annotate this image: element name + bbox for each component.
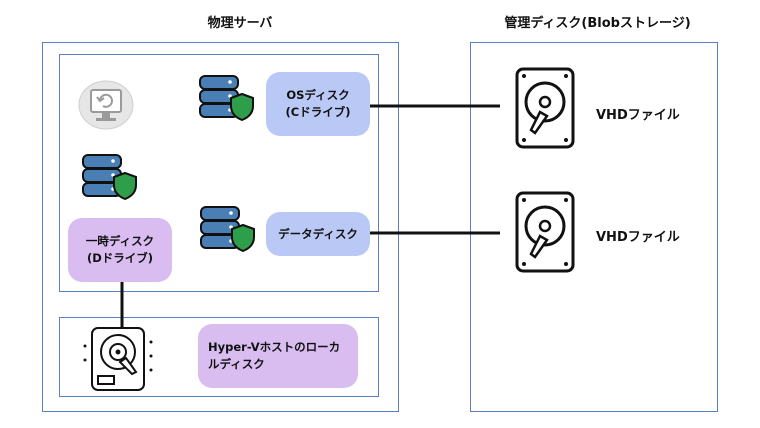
os-disk-box: OSディスク (Cドライブ) — [266, 72, 370, 136]
vhd-hard-disk-icon-2 — [515, 191, 575, 273]
host-local-disk-box: Hyper-Vホストのローカ ルディスク — [198, 324, 358, 388]
data-disk-box: データディスク — [266, 212, 370, 256]
host-local-disk-label-line1: Hyper-Vホストのローカ — [208, 340, 341, 354]
vhd-hard-disk-icon-1 — [515, 67, 575, 149]
data-disk-label: データディスク — [278, 226, 358, 241]
temp-disk-drive-label: (Dドライブ) — [86, 251, 154, 265]
temp-disk-database-icon — [82, 154, 137, 201]
os-disk-drive-label: (Cドライブ) — [285, 105, 351, 119]
vhd-file-label-1: VHDファイル — [596, 108, 680, 123]
host-hard-disk-icon — [83, 327, 153, 391]
temp-disk-label: 一時ディスク — [85, 234, 155, 248]
temp-disk-box: 一時ディスク (Dドライブ) — [68, 218, 172, 282]
managed-disk-title: 管理ディスク(Blobストレージ) — [504, 16, 691, 31]
managed-disk-panel — [470, 42, 718, 412]
os-disk-label: OSディスク — [286, 88, 350, 102]
os-disk-database-icon — [199, 75, 254, 122]
host-local-disk-label-line2: ルディスク — [208, 357, 265, 371]
vhd-file-label-2: VHDファイル — [596, 230, 680, 245]
vm-restart-icon — [78, 80, 134, 130]
physical-server-title: 物理サーバ — [207, 16, 273, 31]
data-disk-database-icon — [200, 206, 255, 253]
